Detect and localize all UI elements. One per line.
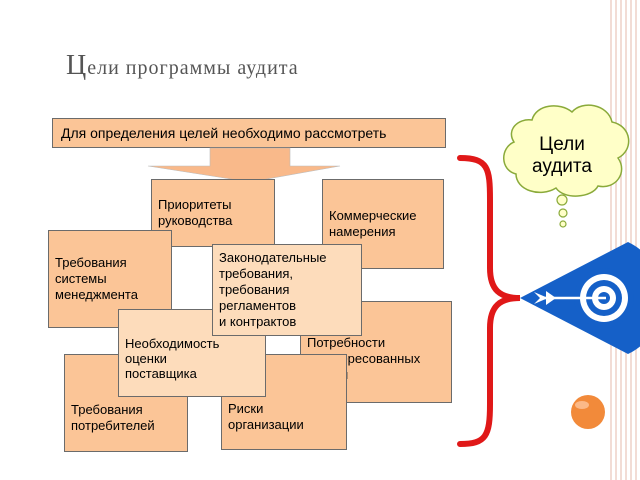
orange-ball-icon: [571, 395, 605, 429]
decorative-edge-stripes: [610, 0, 640, 480]
slide-title: Цели программы аудита: [66, 50, 299, 82]
title-first-letter: Ц: [66, 50, 88, 81]
bubble-line-2: аудита: [532, 156, 592, 177]
bubble-line-1: Цели: [539, 134, 585, 155]
target-arrow-icon: [520, 242, 640, 354]
thought-bubble-text: Цели аудита: [520, 134, 604, 178]
thought-bubble-icon: [503, 104, 630, 228]
header-box: Для определения целей необходимо рассмот…: [52, 118, 446, 148]
curly-brace-icon: [457, 155, 521, 447]
down-arrow-icon: [147, 147, 341, 183]
title-rest: ели программы аудита: [87, 57, 299, 79]
